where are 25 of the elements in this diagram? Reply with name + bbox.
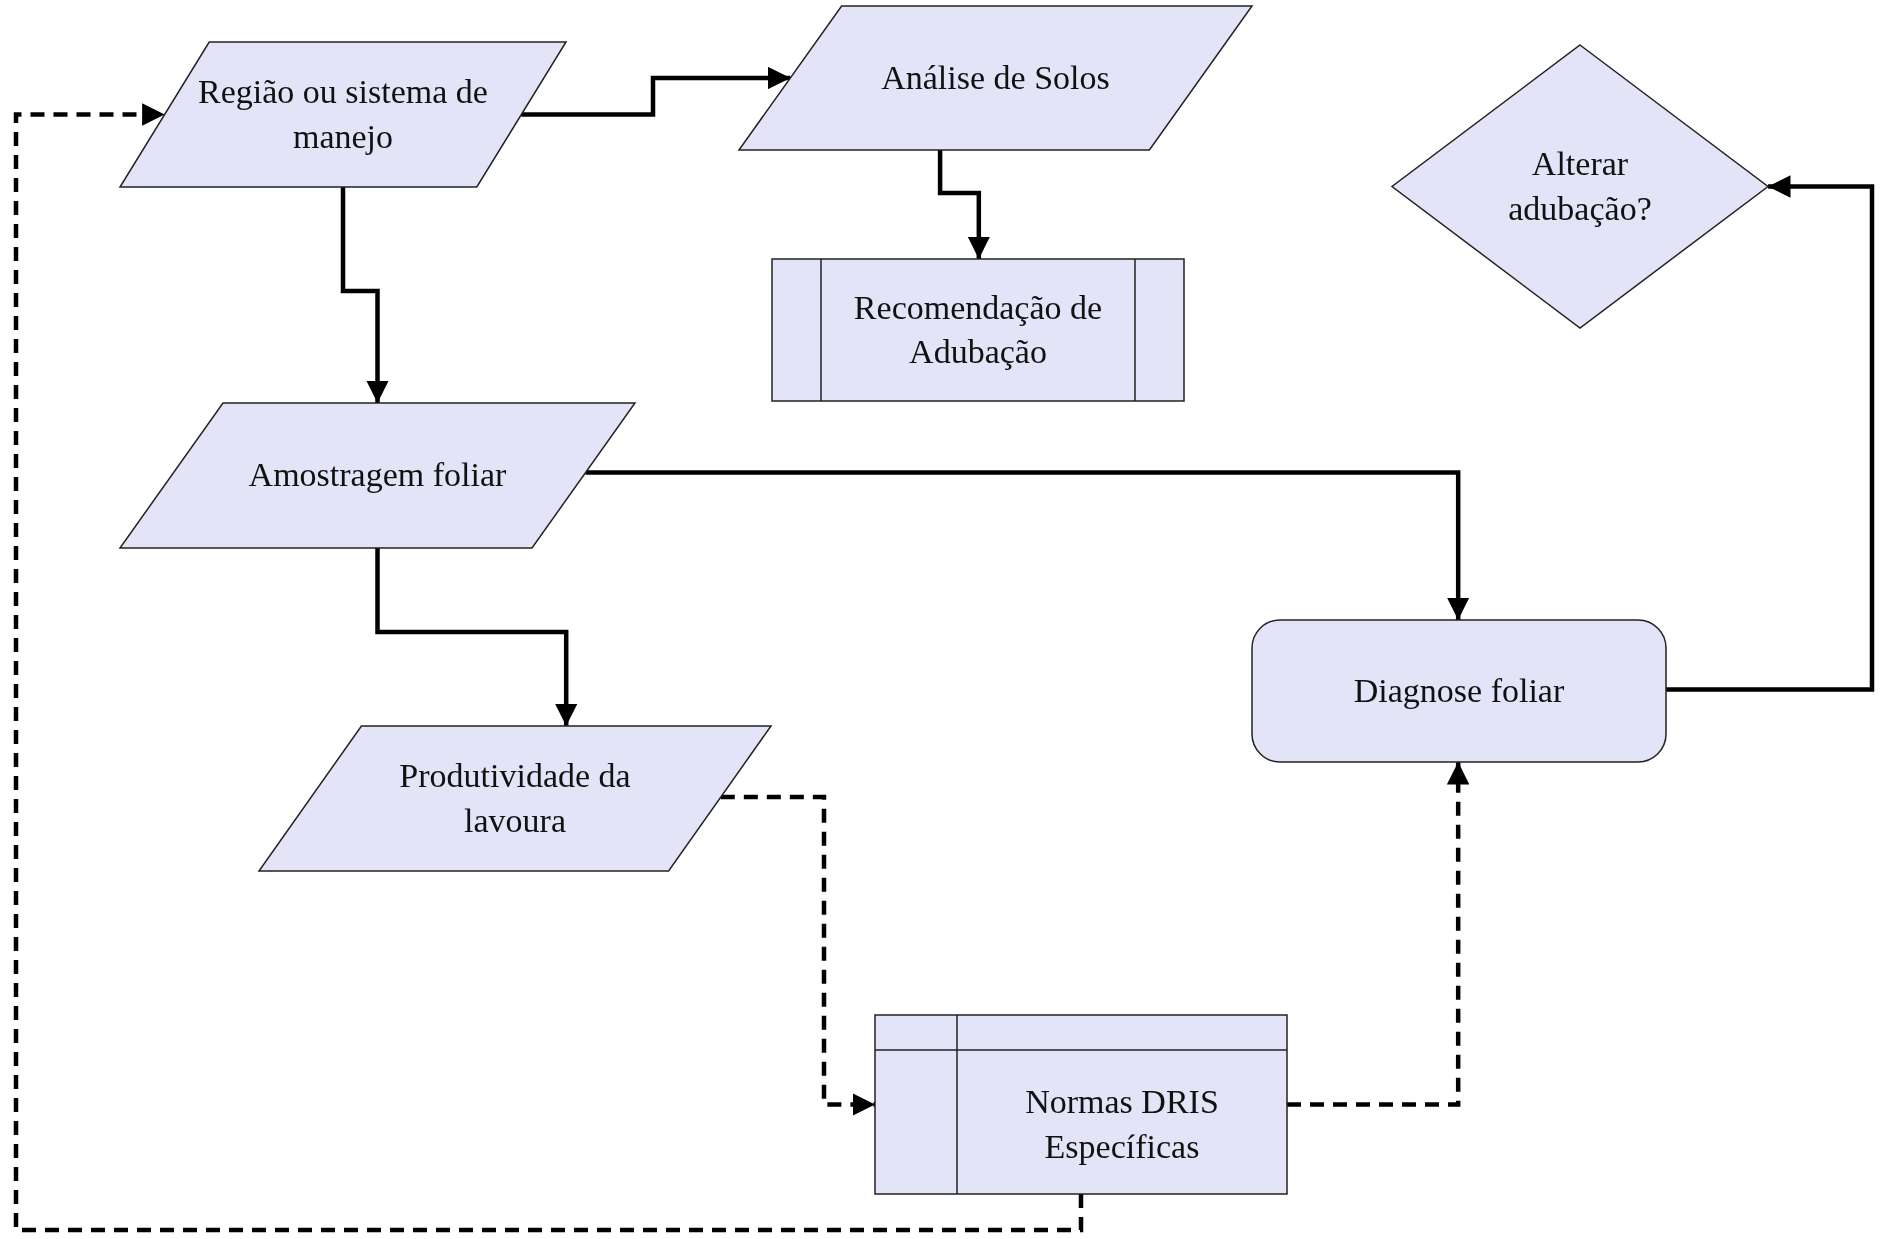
node-label: Análise de Solos [880, 57, 1111, 98]
node-label: Diagnose foliar [1352, 670, 1566, 711]
node-label: Normas DRIS Específicas [1024, 1082, 1220, 1167]
arrow [585, 470, 1470, 620]
node-label: Recomendação de Adubação [852, 287, 1104, 372]
dashed-arrow [720, 794, 875, 1116]
node-label: Alterar adubação? [1507, 144, 1653, 229]
arrow [1666, 175, 1875, 692]
arrow [937, 150, 991, 259]
predefined-process-box [772, 259, 1184, 401]
internal-storage-box [875, 1015, 1287, 1194]
process-box [1252, 620, 1666, 762]
dashed-arrow [13, 103, 1084, 1233]
dashed-arrow [1287, 762, 1470, 1107]
node-label: Produtividade da lavoura [398, 756, 632, 841]
decision-diamond [1392, 45, 1768, 328]
node-label: Amostragem foliar [247, 455, 508, 496]
data-parallelogram [120, 403, 635, 548]
data-parallelogram [259, 726, 771, 871]
data-parallelogram [120, 42, 566, 187]
arrow [375, 548, 578, 726]
arrow [340, 187, 389, 403]
arrow [521, 66, 791, 117]
node-label: Região ou sistema de manejo [197, 72, 489, 157]
data-parallelogram [739, 6, 1252, 150]
